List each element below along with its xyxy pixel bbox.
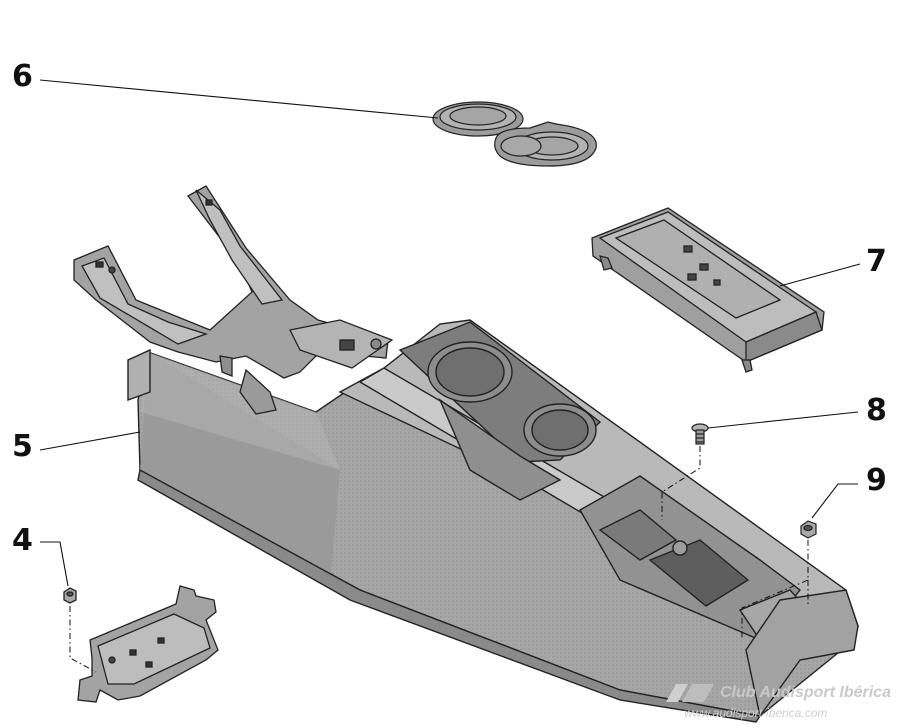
- part-9-nut: [800, 520, 817, 539]
- axis-screw-8: [661, 446, 701, 520]
- callout-9: 9: [866, 463, 887, 498]
- leader-lines: [39, 79, 861, 587]
- leader-5: [39, 431, 141, 451]
- leader-4: [40, 541, 69, 587]
- callout-8: 8: [866, 393, 887, 428]
- axis-nut-4: [69, 606, 97, 673]
- leader-8: [707, 411, 859, 429]
- callout-4: 4: [12, 523, 33, 558]
- part-8-screw: [691, 423, 709, 445]
- watermark-url: www.audisport-iberica.com: [684, 706, 828, 720]
- leader-9: [811, 483, 858, 519]
- console-frame-bracket: [73, 185, 394, 415]
- part-7-storage-tray: [591, 207, 825, 373]
- callout-5: 5: [12, 429, 33, 464]
- assembly-axes: [69, 446, 809, 673]
- club-logo-icon: [666, 684, 714, 702]
- part-4-mounting-bracket: [63, 585, 219, 703]
- watermark-title: Club Audisport Ibérica: [720, 684, 891, 701]
- callout-6: 6: [12, 59, 33, 94]
- part-6-rubber-mats: [432, 101, 597, 167]
- leader-7: [779, 263, 861, 287]
- leader-6: [39, 79, 439, 119]
- watermark: Club Audisport Ibérica www.audisport-ibe…: [664, 680, 909, 722]
- part-5-centre-console: [127, 319, 860, 723]
- callout-7: 7: [866, 244, 887, 279]
